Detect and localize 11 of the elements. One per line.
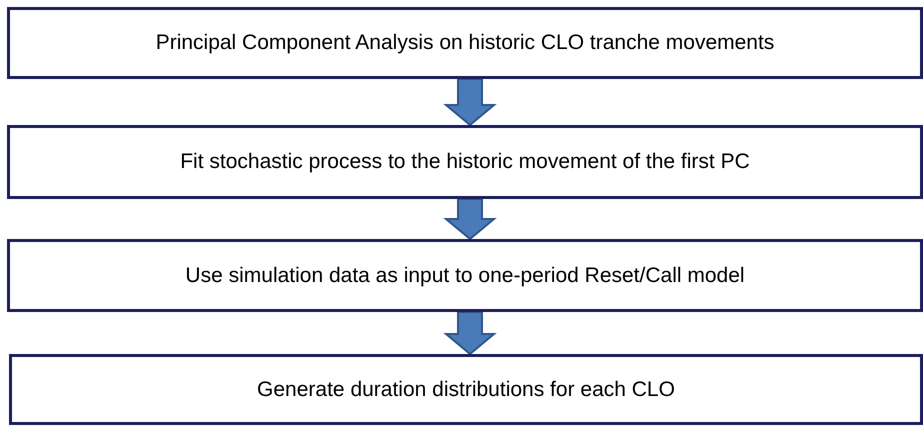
step-text: Principal Component Analysis on historic CLO tranche movements <box>156 31 774 55</box>
step-text: Fit stochastic process to the historic movement of the first PC <box>180 150 750 174</box>
process-box <box>9 354 923 425</box>
block-arrow <box>443 78 497 126</box>
process-box <box>7 239 923 312</box>
process-box <box>7 7 923 79</box>
process-box <box>7 125 923 199</box>
step-text: Generate duration distributions for each CLO <box>257 378 675 402</box>
block-arrow <box>443 198 497 240</box>
step-text: Use simulation data as input to one-period Reset/Call model <box>185 264 745 288</box>
block-arrow <box>443 311 497 356</box>
